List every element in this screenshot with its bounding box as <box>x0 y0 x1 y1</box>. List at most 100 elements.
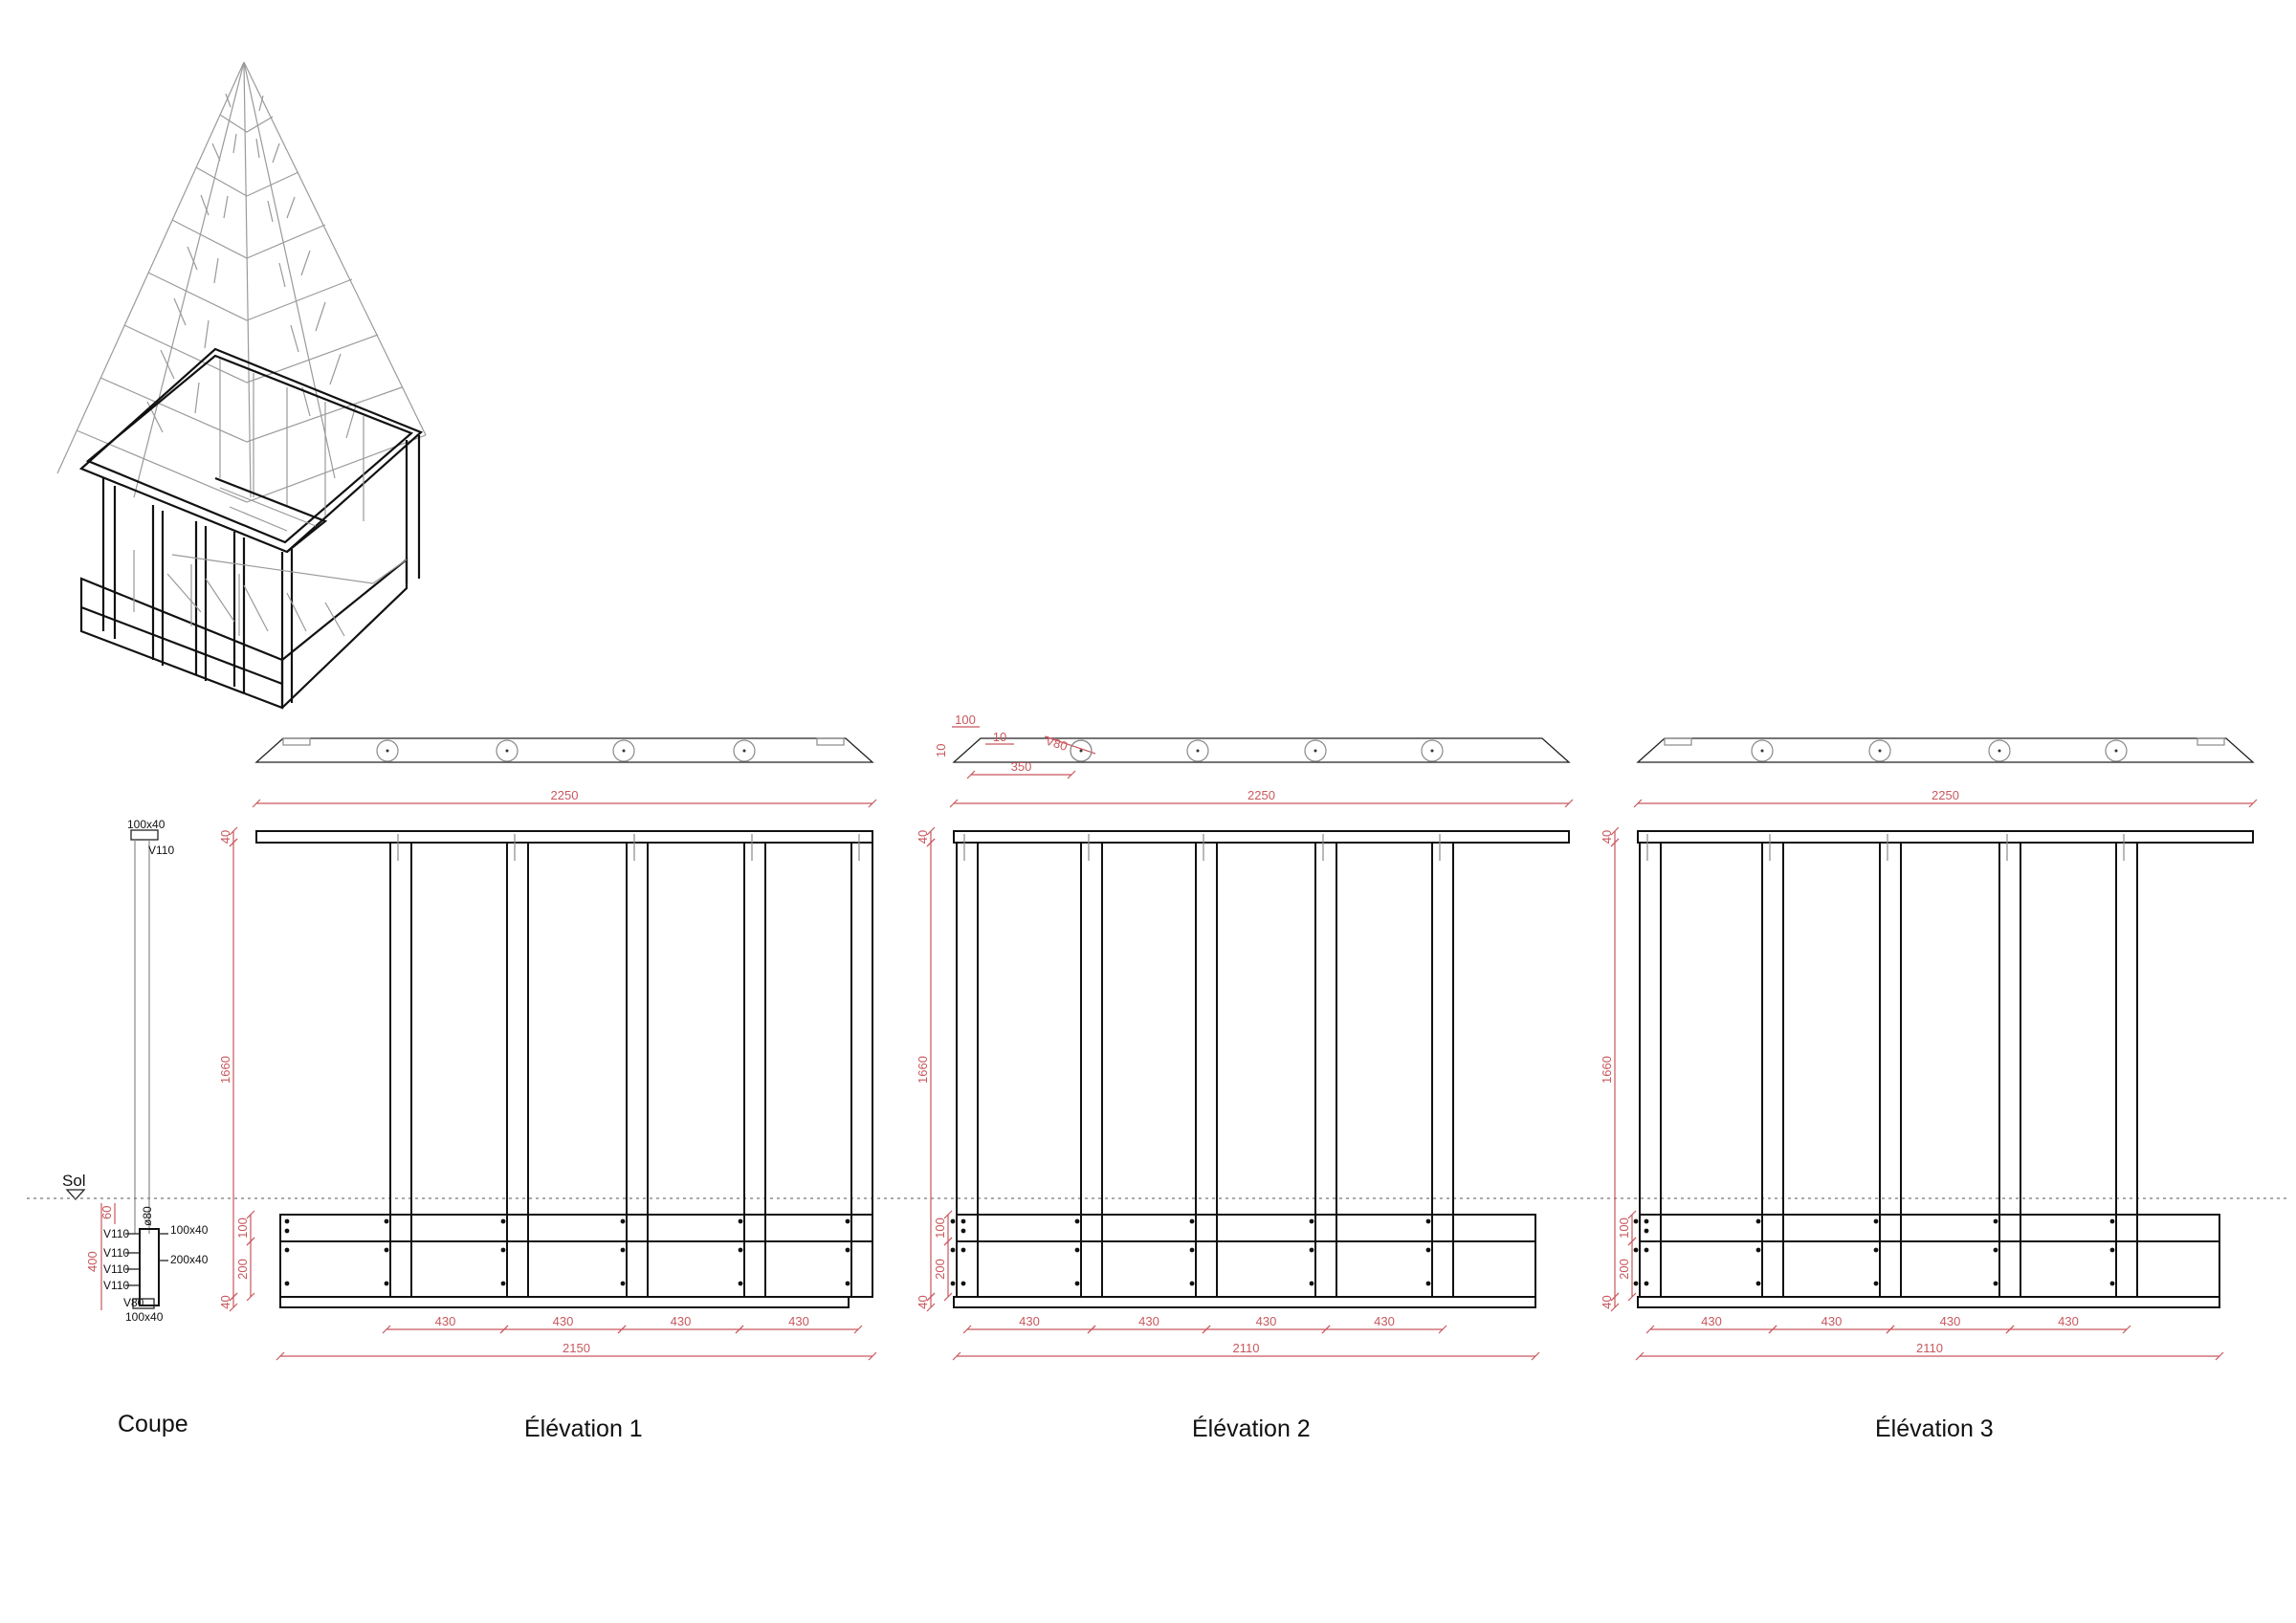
dowel-center <box>1079 749 1083 753</box>
dim-bottom-board: 40 <box>916 1295 930 1308</box>
dowel-hole <box>1988 739 2011 762</box>
screw <box>1644 1228 1649 1234</box>
screw <box>620 1218 626 1224</box>
dim-detail-10b: 10 <box>993 730 1006 744</box>
dim-spacing: 430 <box>435 1314 456 1328</box>
dim-spacing: 430 <box>2058 1314 2079 1328</box>
screw <box>384 1247 389 1253</box>
ground-label: Sol <box>62 1172 86 1190</box>
post <box>1314 842 1337 1298</box>
screw <box>960 1228 966 1234</box>
screw <box>500 1247 506 1253</box>
post <box>1761 842 1784 1298</box>
dim-base-length: 2150 <box>563 1341 590 1355</box>
section-bottom-board-label: 100x40 <box>170 1223 209 1237</box>
dim-base-length: 2110 <box>1916 1341 1943 1355</box>
screw <box>620 1281 626 1286</box>
screw <box>1633 1281 1639 1286</box>
section-top-board-label: 100x40 <box>127 818 166 831</box>
top-rail <box>1637 830 2254 844</box>
dim-spacing: 430 <box>553 1314 574 1328</box>
dim-spacing: 430 <box>1256 1314 1277 1328</box>
dowel-center <box>1196 749 1200 753</box>
screw <box>1873 1247 1879 1253</box>
screw <box>1425 1247 1431 1253</box>
section-bottom-screw-label: V80 <box>123 1296 144 1309</box>
screw <box>500 1218 506 1224</box>
slot <box>2197 737 2225 746</box>
screw <box>1993 1247 1998 1253</box>
screw <box>1074 1281 1080 1286</box>
dowel-hole <box>612 739 635 762</box>
section-screw-2: V110 <box>103 1246 129 1260</box>
screw <box>1074 1218 1080 1224</box>
post <box>506 842 529 1298</box>
dim-detail-10a: 10 <box>934 744 948 757</box>
slot <box>1664 737 1692 746</box>
dowel-hole <box>496 739 519 762</box>
dowel-center <box>1430 749 1434 753</box>
post <box>2115 842 2138 1298</box>
screw <box>284 1228 290 1234</box>
title-elevation-3: Élévation 3 <box>1875 1415 1994 1442</box>
section-screw-3: V110 <box>103 1262 129 1276</box>
dim-spacing: 430 <box>1940 1314 1961 1328</box>
post <box>743 842 766 1298</box>
dowel-hole <box>376 739 399 762</box>
base-board-upper <box>279 1214 873 1242</box>
sill-board <box>279 1296 850 1308</box>
screw <box>2109 1218 2115 1224</box>
screw <box>1633 1218 1639 1224</box>
base-board-lower <box>279 1240 873 1298</box>
screw <box>1873 1218 1879 1224</box>
section-coupe: 100x40 V110 Sol 100x40 200x40 V110 V110 … <box>62 818 209 1324</box>
dim-post-height: 1660 <box>916 1056 930 1084</box>
post <box>850 842 873 1298</box>
dim-band-upper: 100 <box>1617 1217 1631 1239</box>
base-board-lower <box>956 1240 1536 1298</box>
screw <box>1309 1247 1314 1253</box>
top-beam-plan <box>952 737 1571 763</box>
dowel-hole <box>2105 739 2128 762</box>
isometric-pavilion <box>56 61 427 710</box>
dim-spacing: 430 <box>1138 1314 1159 1328</box>
dim-base-length: 2110 <box>1233 1341 1260 1355</box>
screw <box>738 1218 743 1224</box>
screw <box>284 1281 290 1286</box>
post <box>956 842 979 1298</box>
screw <box>1755 1218 1761 1224</box>
screw <box>1633 1247 1639 1253</box>
dim-beam-length: 2250 <box>1932 788 1959 802</box>
top-rail <box>953 830 1570 844</box>
dim-post-height: 1660 <box>218 1056 232 1084</box>
screw <box>1074 1247 1080 1253</box>
screw <box>845 1218 850 1224</box>
dim-detail-v80: V80 <box>1044 734 1070 754</box>
post <box>1639 842 1662 1298</box>
post <box>1879 842 1902 1298</box>
dowel-hole <box>733 739 756 762</box>
screw <box>845 1281 850 1286</box>
dim-band-lower: 200 <box>235 1259 250 1280</box>
dowel-center <box>1998 749 2001 753</box>
screw <box>960 1247 966 1253</box>
screw <box>1873 1281 1879 1286</box>
base-board-upper <box>1639 1214 2220 1242</box>
title-elevation-1: Élévation 1 <box>524 1415 643 1442</box>
dim-spacing: 430 <box>788 1314 809 1328</box>
screw <box>1644 1281 1649 1286</box>
dowel-center <box>1760 749 1764 753</box>
sill-board <box>1637 1296 2220 1308</box>
screw <box>1644 1218 1649 1224</box>
dim-beam-length: 2250 <box>551 788 579 802</box>
dim-spacing: 430 <box>1821 1314 1843 1328</box>
screw <box>1309 1218 1314 1224</box>
dim-post-height: 1660 <box>1600 1056 1614 1084</box>
dowel-hole <box>1304 739 1327 762</box>
post <box>1195 842 1218 1298</box>
ground-level-marker <box>65 1189 86 1200</box>
dim-bottom-board: 40 <box>218 1295 232 1308</box>
